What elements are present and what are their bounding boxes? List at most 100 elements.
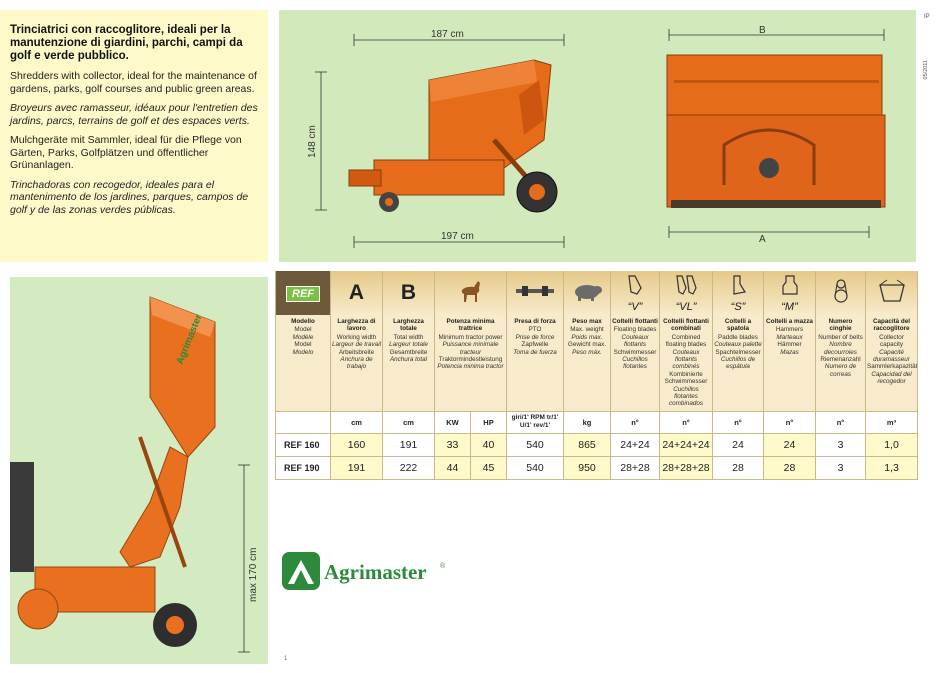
- unit-cell: HP: [470, 411, 507, 434]
- letter-a: A: [348, 281, 365, 304]
- value-cell: 33: [434, 433, 471, 457]
- floating-blade-icon: [628, 274, 642, 295]
- hammer-icon: [781, 274, 798, 295]
- value-cell: 540: [506, 456, 564, 480]
- letter-a-cell: A: [330, 271, 383, 315]
- blade-m-cell: “M”: [763, 271, 816, 315]
- value-cell: 28+28: [610, 456, 660, 480]
- unit-cell: cm: [330, 411, 383, 434]
- ref-logo-cell: REF: [275, 271, 331, 315]
- unit-cell: cm: [382, 411, 435, 434]
- label-collector-capacity: Capacità del raccoglitore Collector capa…: [865, 315, 918, 412]
- description-en: Shredders with collector, ideal for the …: [10, 70, 257, 95]
- value-cell: 24: [712, 433, 764, 457]
- unit-cell: n°: [659, 411, 713, 434]
- front-view-machine: [666, 54, 886, 208]
- value-cell: 24+24+24: [659, 433, 713, 457]
- value-cell: 865: [563, 433, 611, 457]
- value-cell: 40: [470, 433, 507, 457]
- collector-icon-cell: [865, 271, 918, 315]
- unit-cell: KW: [434, 411, 471, 434]
- max-height-label: max 170 cm: [248, 548, 259, 602]
- table-row: REF 160 160 191 33 40 540 865 24+24 24+2…: [275, 433, 918, 457]
- horse-icon: [461, 280, 480, 302]
- ref-logo: REF: [286, 286, 320, 302]
- belt-icon: [833, 278, 848, 303]
- dim-front-b: B: [759, 25, 766, 36]
- letter-b: B: [400, 281, 417, 304]
- blade-m-code: “M”: [781, 300, 798, 313]
- label-combined-blades: Coltelli flottanti combinati Combined fl…: [659, 315, 713, 412]
- value-cell: 160: [330, 433, 383, 457]
- value-cell: 222: [382, 456, 435, 480]
- hippo-icon: [575, 284, 602, 301]
- table-row: REF 190 191 222 44 45 540 950 28+28 28+2…: [275, 456, 918, 480]
- belt-icon-cell: [815, 271, 866, 315]
- unit-model: [275, 411, 331, 434]
- value-cell: 540: [506, 433, 564, 457]
- logo-svg: Agrimaster ®: [282, 552, 446, 590]
- unit-cell: giri/1' RPM tr/1' U/1' rev/1': [506, 411, 564, 434]
- blade-v-code: “V”: [627, 300, 643, 313]
- technical-drawing: 187 cm 197 cm 148 cm B A: [279, 10, 916, 262]
- value-cell: 950: [563, 456, 611, 480]
- page-number: 1: [284, 656, 288, 662]
- blade-v-cell: “V”: [610, 271, 660, 315]
- pto-icon-cell: [506, 271, 564, 315]
- photo-svg: Agrimaster max 170 cm: [10, 296, 259, 653]
- logo-text: Agrimaster: [324, 560, 427, 584]
- icon-row: REF A B “V”: [275, 271, 918, 315]
- description-de: Mulchgeräte mit Sammler, ideal für die P…: [10, 134, 242, 171]
- unit-cell: m³: [865, 411, 918, 434]
- side-view-machine: [348, 59, 558, 213]
- model-cell: REF 190: [275, 456, 331, 480]
- page-mark: IP: [924, 14, 930, 20]
- value-cell: 3: [815, 456, 866, 480]
- value-cell: 24: [763, 433, 816, 457]
- machine-photo: Agrimaster max 170 cm: [10, 277, 268, 664]
- dim-height: 148 cm: [307, 125, 318, 158]
- value-cell: 191: [382, 433, 435, 457]
- logo-registered-mark: ®: [440, 562, 446, 570]
- value-cell: 1,3: [865, 456, 918, 480]
- unit-cell: n°: [712, 411, 764, 434]
- value-cell: 44: [434, 456, 471, 480]
- blade-s-cell: “S”: [712, 271, 764, 315]
- value-cell: 24+24: [610, 433, 660, 457]
- dim-length-top: 187 cm: [431, 29, 464, 40]
- label-tractor-power: Potenza minima trattrice Minimum tractor…: [434, 315, 507, 412]
- unit-cell: n°: [610, 411, 660, 434]
- unit-row: cm cm KW HP giri/1' RPM tr/1' U/1' rev/1…: [275, 411, 918, 434]
- collector-icon: [878, 279, 905, 302]
- blade-vl-cell: “VL”: [659, 271, 713, 315]
- horse-icon-cell: [434, 271, 507, 315]
- description-title-it: Trinciatrici con raccoglitore, ideali pe…: [10, 24, 243, 62]
- hippo-icon-cell: [563, 271, 611, 315]
- unit-cell: n°: [815, 411, 866, 434]
- value-cell: 191: [330, 456, 383, 480]
- description-box: Trinciatrici con raccoglitore, ideali pe…: [0, 10, 268, 262]
- dim-length-bottom: 197 cm: [441, 231, 474, 242]
- machine-photo-illustration: [10, 296, 250, 653]
- description-es: Trinchadoras con recogedor, ideales para…: [10, 178, 249, 216]
- spec-table: REF A B “V”: [275, 271, 918, 480]
- value-cell: 45: [470, 456, 507, 480]
- value-cell: 28+28+28: [659, 456, 713, 480]
- value-cell: 3: [815, 433, 866, 457]
- blade-s-code: “S”: [730, 300, 746, 313]
- value-cell: 28: [763, 456, 816, 480]
- unit-cell: kg: [563, 411, 611, 434]
- model-cell: REF 160: [275, 433, 331, 457]
- combined-blade-icon: [676, 274, 697, 295]
- blade-vl-code: “VL”: [675, 300, 697, 313]
